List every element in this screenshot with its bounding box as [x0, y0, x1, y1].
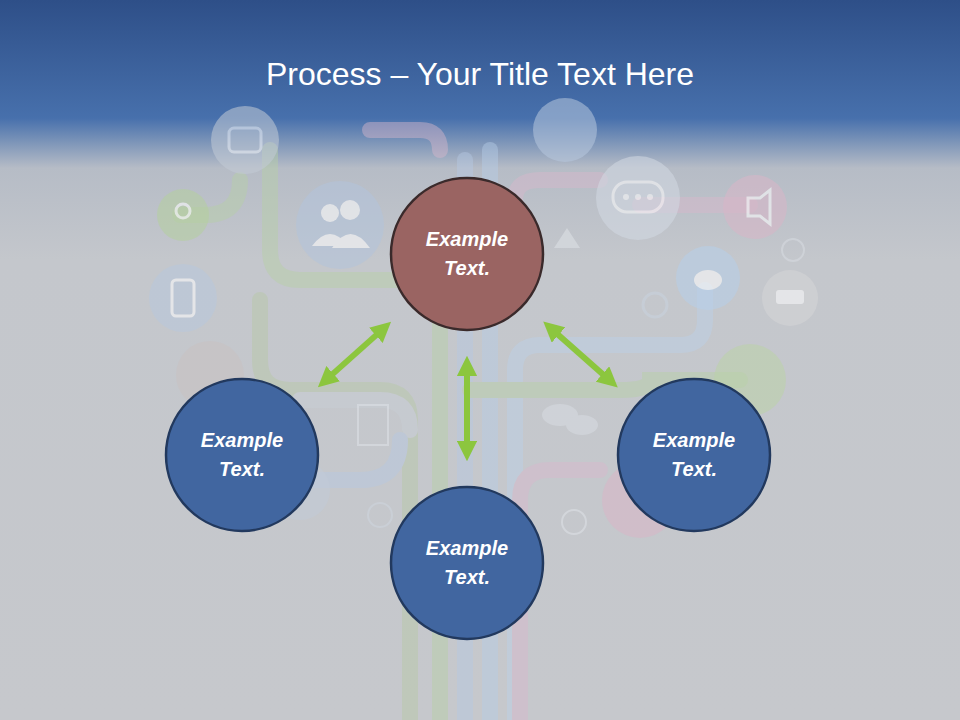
double-arrow	[551, 328, 610, 381]
circle-shape	[391, 178, 543, 330]
circle-shape	[391, 487, 543, 639]
double-arrow	[464, 366, 470, 451]
process-circle: Example Text.	[616, 377, 772, 533]
circle-shape	[618, 379, 770, 531]
process-circle: Example Text.	[389, 485, 545, 641]
circle-outline	[164, 377, 320, 533]
process-circle: Example Text.	[389, 176, 545, 332]
node-label: Example Text.	[190, 426, 294, 484]
node-label: Example Text.	[415, 225, 519, 283]
circle-outline	[389, 176, 545, 332]
circle-outline	[616, 377, 772, 533]
circle-outline	[389, 485, 545, 641]
node-label: Example Text.	[415, 534, 519, 592]
slide-title: Process – Your Title Text Here	[0, 50, 960, 98]
circle-shape	[166, 379, 318, 531]
process-circle: Example Text.	[164, 377, 320, 533]
double-arrow	[326, 329, 384, 381]
node-label: Example Text.	[642, 426, 746, 484]
